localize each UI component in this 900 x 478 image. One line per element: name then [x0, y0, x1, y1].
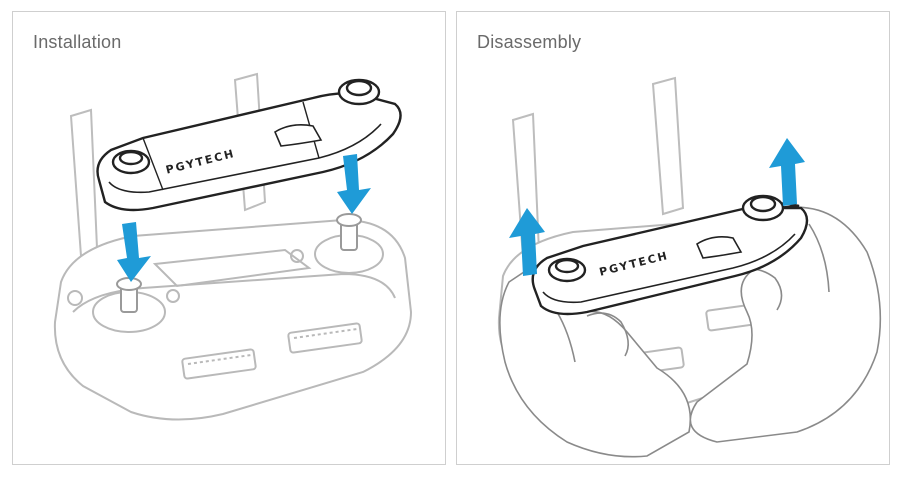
controller-antenna-left	[69, 108, 99, 258]
controller-antenna-right	[651, 76, 685, 216]
arrow-up-icon	[769, 138, 805, 206]
stick-protector-cover	[96, 78, 402, 212]
installation-panel: Installation	[12, 11, 446, 465]
arrow-up-icon	[509, 208, 545, 276]
disassembly-panel: Disassembly	[456, 11, 890, 465]
arrow-down-icon	[337, 154, 371, 214]
arrow-down-icon	[117, 222, 151, 282]
installation-illustration: PGYTECH	[53, 72, 413, 421]
installation-title: Installation	[33, 32, 122, 52]
stick-protector-cover	[531, 194, 809, 316]
remote-controller	[53, 213, 413, 421]
disassembly-illustration: PGYTECH	[497, 76, 882, 458]
disassembly-title: Disassembly	[477, 32, 582, 52]
